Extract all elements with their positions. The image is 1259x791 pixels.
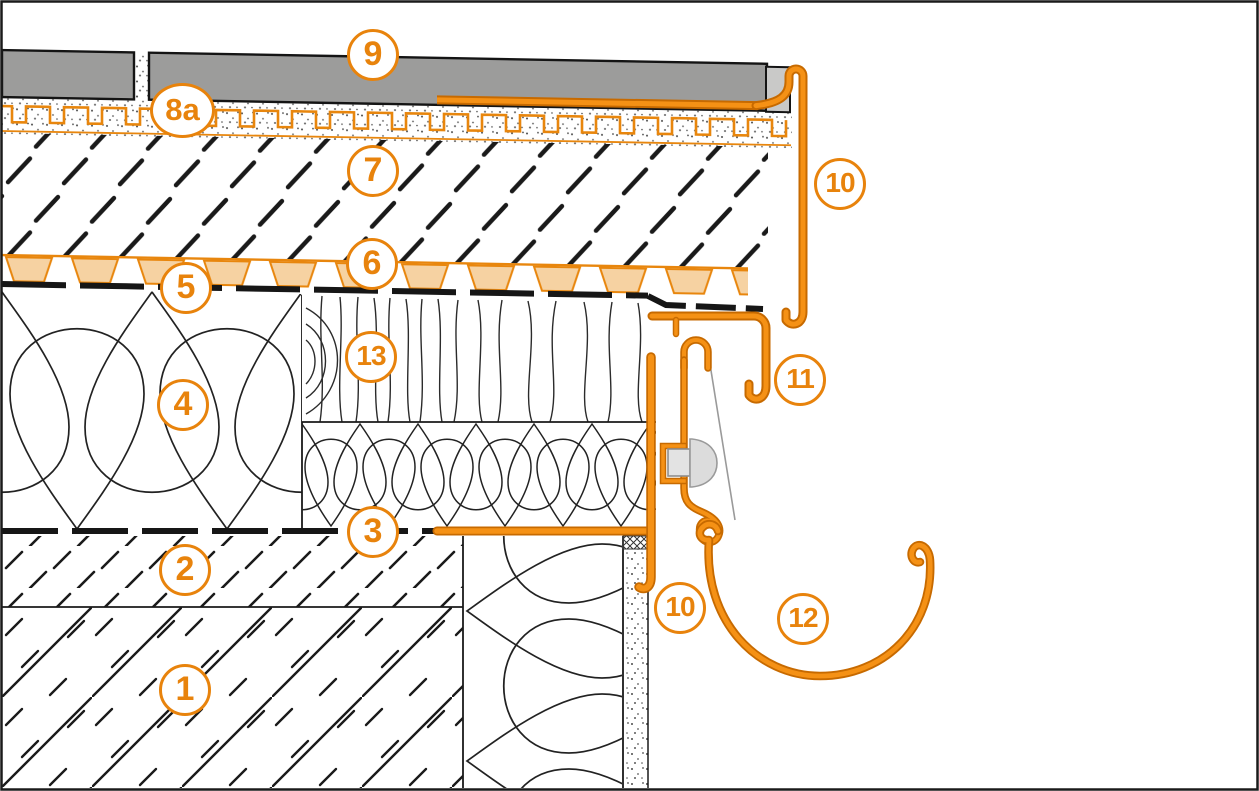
callout-11: 11 <box>774 354 826 406</box>
callout-7: 7 <box>347 145 399 197</box>
sealing-tape <box>622 535 649 550</box>
callout-8a: 8a <box>150 83 215 138</box>
waterproofing-membrane <box>2 281 648 299</box>
wall-profile-10 <box>432 352 656 594</box>
callout-9: 9 <box>347 29 399 81</box>
screw-head <box>689 438 718 488</box>
membrane-edge-step <box>646 293 764 312</box>
half-round-gutter <box>695 520 935 681</box>
callout-10-bottom: 10 <box>654 582 706 634</box>
tile-joint <box>134 54 150 99</box>
screed-layer <box>2 133 768 268</box>
callout-6: 6 <box>346 238 398 290</box>
callout-5: 5 <box>160 262 212 314</box>
screw-shaft <box>667 448 691 477</box>
edge-profile-10 <box>751 64 808 329</box>
callout-12: 12 <box>777 593 829 645</box>
callout-13: 13 <box>345 331 397 383</box>
uncoupling-mat <box>2 104 788 138</box>
wall-insulation-column <box>462 536 624 788</box>
tile-slab <box>0 48 136 101</box>
wall-render-column <box>622 535 649 788</box>
bracket-back-edge <box>708 357 736 521</box>
layer-3-insulation <box>302 422 656 528</box>
callout-4: 4 <box>157 379 209 431</box>
layer-4-insulation <box>2 289 303 532</box>
callout-10-top: 10 <box>814 158 866 210</box>
callout-2: 2 <box>159 544 211 596</box>
fastening-clamp <box>659 442 688 485</box>
eaves-profile-11 <box>647 311 771 404</box>
callout-1: 1 <box>159 664 211 716</box>
callout-3: 3 <box>347 506 399 558</box>
layer-1-concrete-slab <box>2 607 463 788</box>
